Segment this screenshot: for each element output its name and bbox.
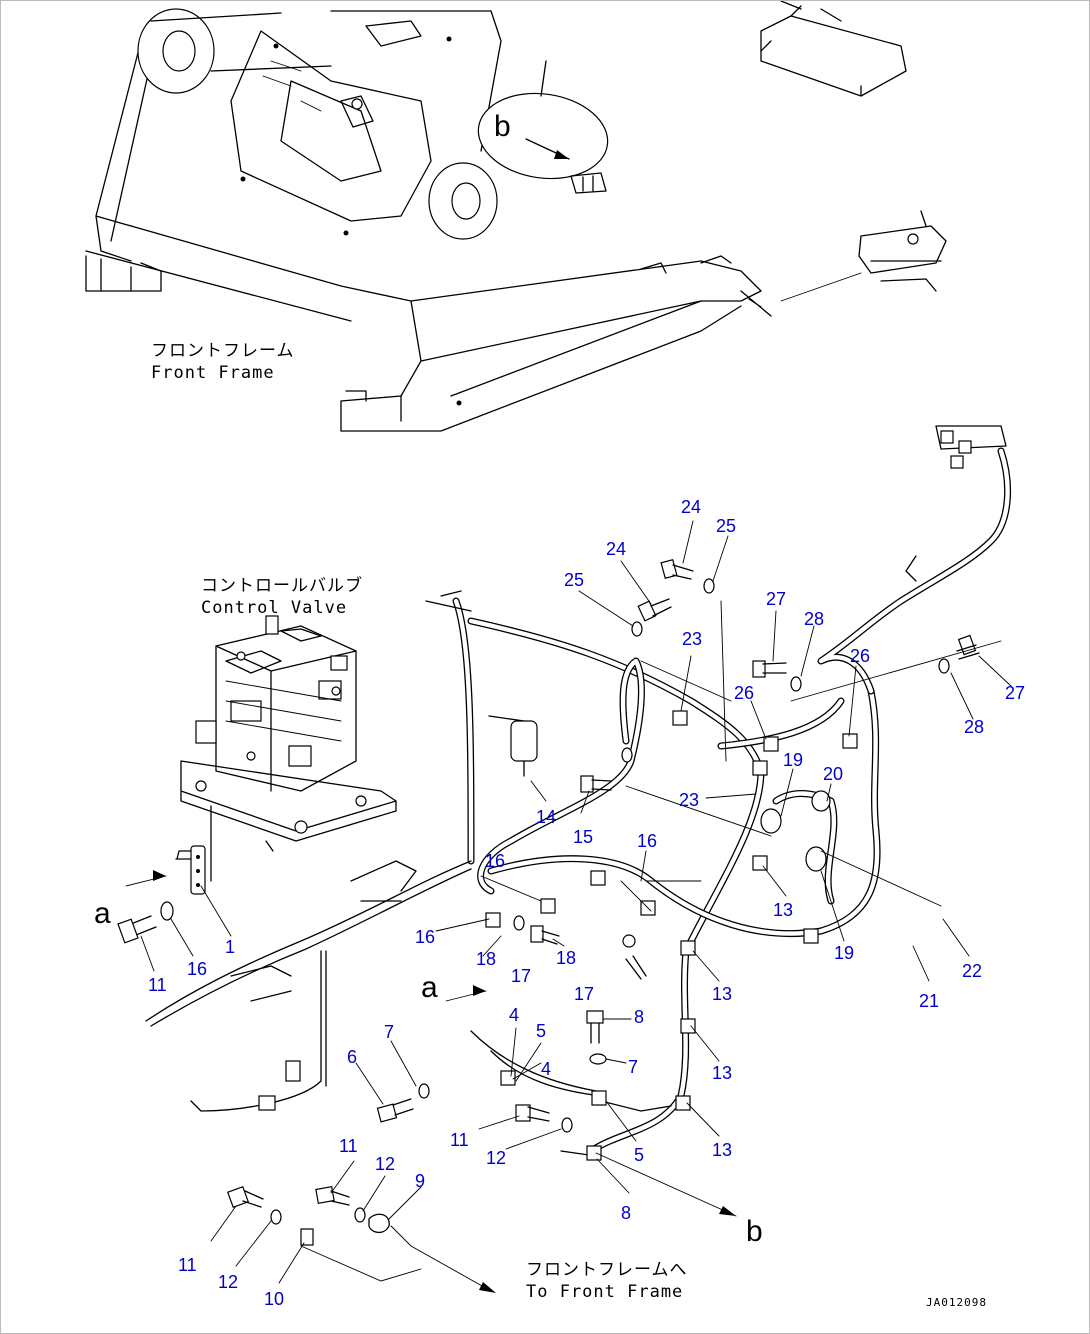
callout-14: 14 — [536, 807, 556, 827]
callout-16: 16 — [485, 851, 505, 871]
detail-b-arrow-top — [525, 138, 570, 160]
callout-12c: 12 — [486, 1148, 506, 1168]
callout-1: 1 — [225, 937, 235, 957]
callout-23: 23 — [682, 629, 702, 649]
callout-12b: 12 — [375, 1154, 395, 1174]
detail-b-marker-top: b — [494, 110, 511, 143]
control-valve-label-jp: コントロールバルブ — [201, 575, 363, 596]
callout-18b: 18 — [556, 948, 576, 968]
callout-13d: 13 — [712, 1140, 732, 1160]
callout-17: 17 — [511, 966, 531, 986]
callout-28: 28 — [804, 609, 824, 629]
callout-7b: 7 — [628, 1057, 638, 1077]
fasteners — [117, 558, 980, 1293]
leader-lines — [140, 520, 1012, 1284]
view-a-marker-center: a — [421, 971, 438, 1004]
callout-5: 5 — [536, 1021, 546, 1041]
callout-17b: 17 — [574, 984, 594, 1004]
callout-28b: 28 — [964, 717, 984, 737]
callout-16b: 16 — [637, 831, 657, 851]
callout-8: 8 — [634, 1007, 644, 1027]
callout-26b: 26 — [850, 646, 870, 666]
callout-4: 4 — [509, 1005, 519, 1025]
to-front-frame-label-jp: フロントフレームへ — [526, 1260, 688, 1280]
callout-18: 18 — [476, 949, 496, 969]
callout-6: 6 — [347, 1047, 357, 1067]
callout-20: 20 — [823, 764, 843, 784]
callout-3: 16 — [187, 959, 207, 979]
callout-10: 10 — [264, 1289, 284, 1309]
callout-8b: 8 — [621, 1203, 631, 1223]
view-a-marker-left: a — [94, 897, 111, 930]
callout-16c: 16 — [415, 927, 435, 947]
callout-24b: 24 — [606, 539, 626, 559]
callout-9: 9 — [415, 1171, 425, 1191]
callout-13: 13 — [773, 900, 793, 920]
callout-4b: 4 — [541, 1059, 551, 1079]
callout-7: 7 — [384, 1022, 394, 1042]
wire-harness — [145, 425, 1012, 1157]
callout-27: 27 — [766, 589, 786, 609]
callout-11: 11 — [178, 1255, 197, 1275]
callout-23b: 23 — [679, 790, 699, 810]
callout-12: 12 — [218, 1272, 238, 1292]
front-frame-drawing — [85, 1, 947, 432]
callout-27b: 27 — [1005, 683, 1025, 703]
callout-21: 21 — [919, 991, 939, 1011]
callout-numbers: 1 11 16 4 4 5 5 6 7 7 8 8 9 10 11 11 11 … — [148, 497, 1025, 1309]
callout-11b: 11 — [339, 1136, 358, 1156]
callout-11c: 11 — [450, 1130, 469, 1150]
front-frame-label-en: Front Frame — [151, 363, 275, 383]
front-frame-label-jp: フロントフレーム — [151, 341, 295, 361]
callout-26: 26 — [734, 683, 754, 703]
callout-25: 25 — [716, 516, 736, 536]
drawing-code: JA012098 — [926, 1296, 987, 1309]
callout-13c: 13 — [712, 1063, 732, 1083]
callout-15: 15 — [573, 827, 593, 847]
control-valve-label-en: Control Valve — [201, 598, 347, 618]
callout-24: 24 — [681, 497, 701, 517]
callout-22: 22 — [962, 961, 982, 981]
control-valve-drawing — [180, 615, 397, 882]
detail-b-marker-bottom: b — [746, 1215, 763, 1248]
callout-19: 19 — [783, 750, 803, 770]
callout-19b: 19 — [834, 943, 854, 963]
to-front-frame-label-en: To Front Frame — [526, 1282, 683, 1302]
callout-5b: 5 — [634, 1145, 644, 1165]
callout-2: 11 — [148, 975, 167, 995]
callout-13b: 13 — [712, 984, 732, 1004]
callout-25b: 25 — [564, 570, 584, 590]
